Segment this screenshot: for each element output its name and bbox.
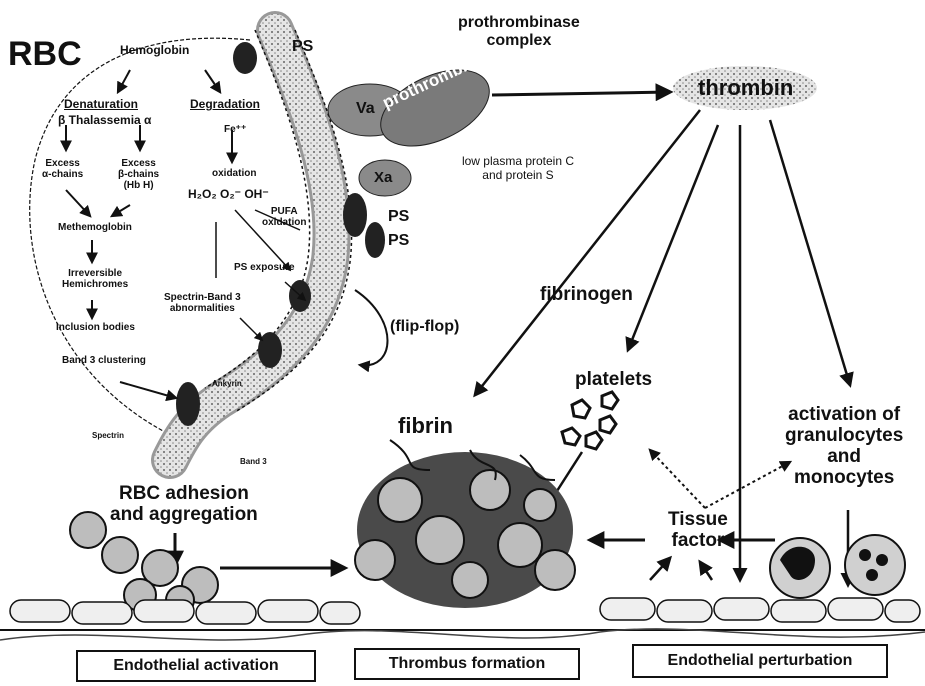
low-protein-label: low plasma protein C and protein S	[428, 146, 608, 190]
membrane-protein	[343, 193, 367, 237]
xa-label: Xa	[374, 170, 392, 187]
thrombus-formation-box: Thrombus formation	[354, 648, 580, 680]
flip-flop-label: (flip-flop)	[390, 318, 459, 336]
oxidation-label: oxidation	[212, 168, 256, 179]
membrane-protein	[176, 382, 200, 426]
fibrinogen-label: fibrinogen	[540, 285, 633, 306]
thrombus-mass	[355, 440, 575, 608]
arrow-granulocytes	[770, 120, 850, 385]
excess-alpha-label: Excess α-chains	[42, 158, 83, 180]
rbc-title: RBC	[8, 36, 82, 73]
spectrin-band3-label: Spectrin-Band 3 abnormalities	[164, 292, 241, 314]
endothelium-right	[600, 598, 920, 622]
fe-label: Fe⁺⁺	[224, 124, 246, 135]
endothelial-perturbation-box: Endothelial perturbation	[632, 644, 888, 678]
endothelium-left	[10, 600, 360, 624]
hemoglobin-label: Hemoglobin	[120, 44, 189, 57]
arrow	[66, 190, 90, 216]
arrow-platelets	[628, 125, 718, 350]
immune-cells	[770, 535, 905, 598]
excess-beta-label: Excess β-chains (Hb H)	[118, 158, 159, 191]
ps-label-low: PS	[388, 232, 409, 250]
denaturation-label: Denaturation	[64, 98, 138, 111]
ps-label-mid: PS	[388, 208, 409, 226]
membrane-protein	[258, 332, 282, 368]
flip-flop-curve	[355, 290, 388, 365]
arrow-tf-platelets	[650, 450, 705, 508]
thrombin-label: thrombin	[698, 76, 793, 100]
platelets-label: platelets	[575, 370, 652, 391]
arrow	[118, 70, 130, 92]
fibrin-label: fibrin	[398, 414, 453, 438]
arrow	[120, 382, 176, 398]
arrow	[240, 318, 262, 340]
membrane-protein	[365, 222, 385, 258]
degradation-label: Degradation	[190, 98, 260, 111]
prothrombinase-label: prothrombinase complex	[458, 14, 580, 49]
va-label: Va	[356, 100, 375, 118]
spectrin-label: Spectrin	[92, 432, 124, 441]
endothelial-activation-box: Endothelial activation	[76, 650, 316, 682]
arrow-tf-up-1	[650, 558, 670, 580]
arrow	[205, 70, 220, 92]
rbc-aggregate	[70, 512, 218, 614]
ankyrin-label: Ankyrin	[212, 380, 242, 389]
methemoglobin-label: Methemoglobin	[58, 222, 132, 233]
ps-exposure-label: PS exposure	[234, 262, 295, 273]
pufa-label: PUFA oxidation	[262, 206, 306, 228]
rbc-adhesion-label: RBC adhesion and aggregation	[110, 484, 258, 526]
band3-clustering-label: Band 3 clustering	[62, 355, 146, 366]
tissue-factor-label: Tissue factor	[668, 510, 728, 552]
arrow-to-thrombin	[492, 92, 670, 95]
platelet-cluster	[562, 392, 618, 449]
arrow	[112, 205, 130, 216]
arrow-tf-up-2	[700, 562, 712, 580]
thalassemia-label: β Thalassemia α	[58, 114, 151, 127]
ps-label-top: PS	[292, 38, 313, 56]
inclusion-label: Inclusion bodies	[56, 322, 135, 333]
arrow-tf-monocytes	[705, 462, 790, 508]
irreversible-label: Irreversible Hemichromes	[62, 268, 128, 290]
band3-label: Band 3	[240, 458, 267, 467]
activation-label: activation of granulocytes and monocytes	[785, 405, 903, 489]
ros-label: H₂O₂ O₂⁻ OH⁻	[188, 188, 269, 201]
membrane-protein	[233, 42, 257, 74]
